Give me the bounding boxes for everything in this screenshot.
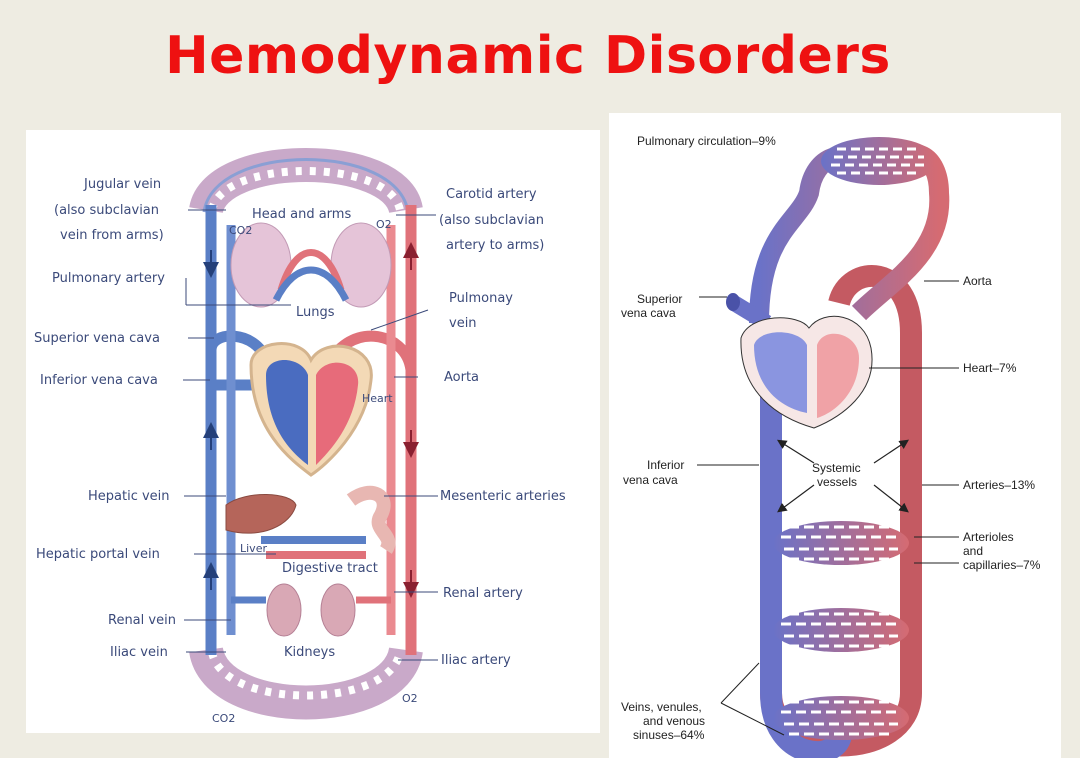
capillary-bed-1	[773, 521, 909, 565]
circulation-diagram-left: Jugular vein (also subclavian vein from …	[26, 130, 600, 733]
circulation-diagram-svg: Jugular vein (also subclavian vein from …	[34, 148, 566, 725]
label-pulmonary-vein: Pulmonay	[449, 291, 513, 306]
circulation-percent-svg: Pulmonary circulation–9% Aorta Superior …	[621, 134, 1041, 758]
label-veins: Veins, venules,	[621, 700, 702, 714]
label-jugular-vein: Jugular vein	[83, 177, 161, 192]
label-aorta: Aorta	[963, 274, 992, 288]
label-arteries-percent: Arteries–13%	[963, 478, 1035, 492]
liver-icon	[225, 494, 297, 534]
label-carotid-artery-2: (also subclavian	[439, 213, 544, 228]
label-co2-top: CO2	[229, 224, 252, 237]
label-systemic-vessels-2: vessels	[817, 475, 857, 489]
label-inferior-vena-cava: Inferior vena cava	[40, 373, 158, 388]
label-pulmonary-artery: Pulmonary artery	[52, 271, 165, 286]
page-title: Hemodynamic Disorders	[165, 26, 891, 86]
label-inferior-vena-cava-2: vena cava	[623, 473, 678, 487]
label-iliac-artery: Iliac artery	[441, 653, 511, 668]
label-arterioles: Arterioles	[963, 530, 1014, 544]
label-carotid-artery: Carotid artery	[446, 187, 537, 202]
label-digestive-tract: Digestive tract	[282, 561, 378, 576]
label-veins-percent: sinuses–64%	[633, 728, 705, 742]
kidneys-icon	[266, 583, 356, 637]
label-pulmonary-vein-2: vein	[449, 316, 477, 331]
label-kidneys: Kidneys	[284, 645, 335, 660]
label-lungs: Lungs	[296, 305, 335, 320]
label-veins-2: and venous	[643, 714, 705, 728]
label-superior-vena-cava: Superior	[637, 292, 682, 306]
label-o2-top: O2	[376, 218, 392, 231]
label-superior-vena-cava: Superior vena cava	[34, 331, 160, 346]
svc-vessel	[729, 296, 772, 330]
label-renal-artery: Renal artery	[443, 586, 523, 601]
label-capillaries-percent: capillaries–7%	[963, 558, 1041, 572]
label-hepatic-vein: Hepatic vein	[88, 489, 170, 504]
label-co2-bottom: CO2	[212, 712, 235, 725]
label-iliac-vein: Iliac vein	[110, 645, 168, 660]
label-carotid-artery-3: artery to arms)	[446, 238, 544, 253]
label-inferior-vena-cava: Inferior	[647, 458, 684, 472]
label-pulmonary-circulation: Pulmonary circulation–9%	[637, 134, 776, 148]
pulmonary-capillary-bed	[821, 137, 937, 185]
heart-icon	[249, 342, 373, 477]
label-heart: Heart	[362, 392, 393, 405]
label-systemic-vessels: Systemic	[812, 461, 861, 475]
heart-icon	[740, 315, 873, 429]
lower-capillary-bed	[189, 645, 423, 720]
digestive-tract-icon	[346, 485, 396, 554]
label-renal-vein: Renal vein	[108, 613, 176, 628]
label-liver: Liver	[240, 542, 267, 555]
capillary-bed-3	[773, 696, 909, 740]
capillary-bed-2	[773, 608, 909, 652]
head-capillary-bed	[189, 148, 423, 216]
label-jugular-vein-3: vein from arms)	[60, 228, 164, 243]
label-jugular-vein-2: (also subclavian	[54, 203, 159, 218]
label-hepatic-portal-vein: Hepatic portal vein	[36, 547, 160, 562]
label-head-and-arms: Head and arms	[252, 207, 351, 222]
circulation-diagram-right: Pulmonary circulation–9% Aorta Superior …	[609, 113, 1061, 758]
systemic-vein-loop	[760, 413, 852, 758]
label-mesenteric-arteries: Mesenteric arteries	[440, 489, 566, 504]
label-superior-vena-cava-2: vena cava	[621, 306, 676, 320]
label-arterioles-2: and	[963, 544, 983, 558]
label-aorta: Aorta	[444, 370, 479, 385]
label-o2-bottom: O2	[402, 692, 418, 705]
label-heart-percent: Heart–7%	[963, 361, 1017, 375]
lungs-icon	[230, 222, 392, 308]
